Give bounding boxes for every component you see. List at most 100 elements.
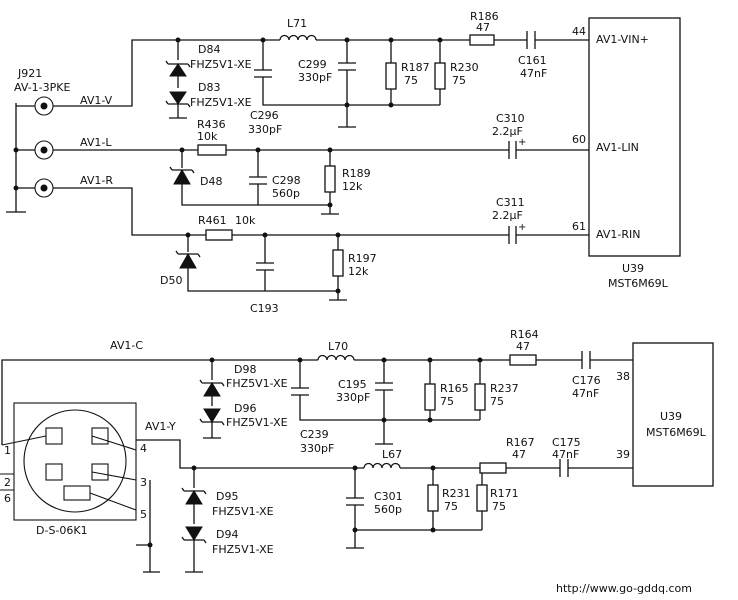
resistor-r237	[474, 383, 486, 411]
junction-dot	[427, 417, 433, 423]
junction-dot	[430, 527, 436, 533]
zener-d48-bar	[169, 166, 195, 174]
ic-top-pin-lin-label: AV1-LIN	[596, 141, 639, 154]
r164-ref: R164	[510, 328, 539, 341]
c301-ref: C301	[374, 490, 403, 503]
junction-dot	[260, 37, 266, 43]
c176-value: 47nF	[572, 387, 599, 400]
zener-d94	[185, 526, 203, 541]
ic-top-body	[588, 17, 681, 257]
junction-dot	[185, 232, 191, 238]
junction-dot	[352, 527, 358, 533]
ic-bottom-pin39: 39	[616, 448, 630, 461]
resistor-r461	[205, 229, 233, 241]
junction-dot	[147, 542, 153, 548]
ic-top-part: MST6M69L	[608, 277, 669, 290]
zener-d48	[173, 168, 191, 185]
ic-bottom-part: MST6M69L	[646, 426, 707, 439]
junction-dot	[255, 147, 261, 153]
net-av1-r: AV1-R	[80, 174, 113, 187]
zener-d83	[169, 91, 187, 105]
l70-ref: L70	[328, 340, 348, 353]
c298-value: 560p	[272, 187, 300, 200]
zener-d83-bar	[165, 100, 191, 108]
c301-value: 560p	[374, 503, 402, 516]
net-av1-c: AV1-C	[110, 339, 143, 352]
jack-l-inner	[40, 146, 48, 154]
capacitor-c301	[346, 468, 482, 549]
r189-value: 12k	[342, 180, 363, 193]
r165-value: 75	[440, 395, 454, 408]
junction-dot	[381, 417, 387, 423]
r231-value: 75	[444, 500, 458, 513]
resistor-r231	[427, 484, 439, 512]
junction-dot	[297, 357, 303, 363]
zener-d98	[203, 382, 221, 397]
dsub-circle	[23, 409, 127, 513]
jack-v-inner	[40, 102, 48, 110]
c299-ref: C299	[298, 58, 327, 71]
junction-dot	[327, 147, 333, 153]
dsub-pin1: 1	[4, 444, 11, 457]
junction-dot	[381, 357, 387, 363]
r187-ref: R187	[401, 61, 430, 74]
c311-value: 2.2μF	[492, 209, 523, 222]
capacitor-c176	[581, 351, 591, 369]
c296-ref: C296	[250, 109, 279, 122]
j921-part: AV-1-3PKE	[14, 81, 70, 94]
capacitor-c239	[291, 360, 480, 421]
inductor-l71	[279, 34, 317, 41]
junction-dot	[477, 357, 483, 363]
c239-ref: C239	[300, 428, 329, 441]
zener-d95	[185, 490, 203, 505]
junction-dot	[335, 232, 341, 238]
c195-value: 330pF	[336, 391, 370, 404]
r197-value: 12k	[348, 265, 369, 278]
ic-top-ref: U39	[622, 262, 644, 275]
resistor-r197	[332, 249, 344, 277]
inductor-l67	[363, 462, 401, 469]
d95-value: FHZ5V1-XE	[212, 505, 274, 518]
d96-value: FHZ5V1-XE	[226, 416, 288, 429]
r237-value: 75	[490, 395, 504, 408]
l67-ref: L67	[382, 448, 402, 461]
ic-bottom-pin38: 38	[616, 370, 630, 383]
d48-ref: D48	[200, 175, 222, 188]
c296-value: 330pF	[248, 123, 282, 136]
junction-dot	[344, 37, 350, 43]
zener-d96-bar	[199, 418, 225, 426]
resistor-r167	[479, 462, 507, 474]
jack-ground-bus	[6, 103, 35, 213]
ic-top-pin44: 44	[572, 25, 586, 38]
junction-dot	[13, 185, 19, 191]
resistor-r164	[509, 354, 537, 366]
resistor-r165	[424, 383, 436, 411]
dsub-pin3: 3	[140, 476, 147, 489]
zener-d95-bar	[181, 487, 207, 495]
junction-dot	[388, 102, 394, 108]
dsub-pin5: 5	[140, 508, 147, 521]
resistor-r189	[324, 165, 336, 193]
dsub-pin	[45, 427, 63, 445]
r237-ref: R237	[490, 382, 519, 395]
capacitor-c310	[508, 141, 517, 159]
wire-d50	[187, 235, 338, 292]
c175-value: 47nF	[552, 448, 579, 461]
junction-dot	[344, 102, 350, 108]
dsub-pin2: 2	[4, 476, 11, 489]
ic-top-pin-rin-label: AV1-RIN	[596, 228, 640, 241]
r230-ref: R230	[450, 61, 479, 74]
dsub-pin-leads	[0, 435, 137, 511]
c299-value: 330pF	[298, 71, 332, 84]
zener-d84-bar	[165, 60, 191, 68]
junction-dot	[179, 147, 185, 153]
j921-ref: J921	[17, 67, 42, 80]
r461-ref: R461	[198, 214, 227, 227]
wire-av1-y	[136, 439, 364, 469]
d84-ref: D84	[198, 43, 220, 56]
zener-d94-bar	[181, 536, 207, 544]
dsub-right-bus	[136, 480, 160, 573]
zener-d50-bar	[175, 250, 201, 258]
ic-bottom-body	[632, 342, 714, 487]
